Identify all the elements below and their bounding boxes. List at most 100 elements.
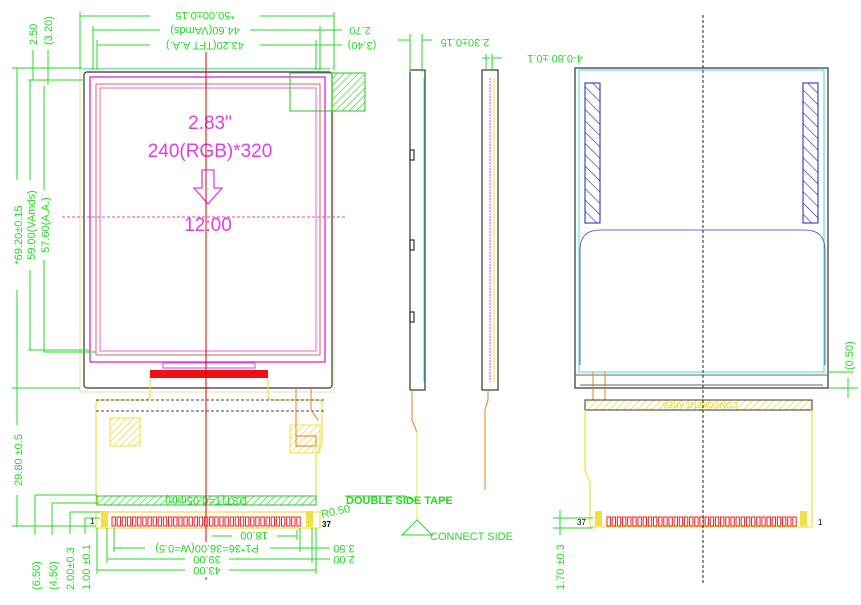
svg-text:37: 37 [322, 520, 331, 529]
pin [637, 516, 642, 527]
svg-text:P1*36=36.00(W=0.5): P1*36=36.00(W=0.5) [155, 542, 258, 554]
pin [229, 516, 234, 527]
pin [137, 516, 142, 527]
left-dimensions: *69.20±0.15 59.00(VAmds) 57.60(A.A.) 29.… [11, 68, 100, 590]
svg-text:(3.20): (3.20) [43, 16, 55, 45]
pin [219, 516, 224, 527]
pin [621, 516, 627, 527]
pin [740, 516, 746, 527]
pin [787, 516, 792, 527]
pin [673, 516, 678, 527]
svg-text:1.70 ±0.3: 1.70 ±0.3 [555, 544, 567, 590]
pin [183, 516, 188, 527]
pin [291, 516, 296, 527]
pin [275, 516, 281, 527]
pin [766, 516, 771, 527]
pin [658, 516, 663, 527]
hatched-bar-right [802, 82, 819, 224]
back-view: COMPONENT AREA 37 1 (0.50) 1.70 ±0.3 [553, 15, 858, 590]
svg-text:44.60(VAmds): 44.60(VAmds) [170, 24, 240, 36]
pin [720, 516, 725, 527]
pin [178, 516, 183, 527]
pin [627, 516, 632, 527]
orientation-label: 12:00 [184, 215, 232, 236]
svg-text:(3.40): (3.40) [348, 39, 377, 51]
pin [126, 516, 132, 527]
pin [756, 516, 761, 527]
pin [761, 516, 766, 527]
pin [611, 516, 617, 527]
side-view-1: CONNECT SIDE DOUBLE SIDE TAPE 2.30±0.15 [345, 34, 513, 543]
pin [678, 516, 684, 527]
svg-text:2.50: 2.50 [28, 24, 40, 45]
pin [296, 516, 301, 527]
pin [234, 516, 240, 527]
pin [121, 516, 127, 527]
side-view-2: 4-0.80 ±0.1 [481, 52, 583, 490]
panel-outline [89, 76, 326, 363]
pin-row-front [111, 516, 301, 527]
pin [782, 516, 787, 527]
bond-area [150, 370, 268, 378]
pin [689, 516, 694, 527]
svg-text:1: 1 [90, 517, 95, 526]
pin [214, 516, 219, 527]
active-area [95, 83, 321, 356]
pin [771, 516, 777, 527]
svg-text:1: 1 [818, 518, 823, 527]
pin [616, 516, 622, 527]
size-label: 2.83" [188, 113, 232, 134]
svg-text:R0.50: R0.50 [320, 503, 351, 521]
svg-text:4-0.80 ±0.1: 4-0.80 ±0.1 [527, 52, 583, 64]
connector-pad [295, 435, 317, 447]
pin [663, 516, 668, 527]
pin [111, 516, 116, 527]
pin [776, 516, 782, 527]
svg-text:*69.20±0.15: *69.20±0.15 [13, 205, 25, 264]
pin [173, 516, 178, 527]
svg-text:(6.50): (6.50) [31, 561, 43, 590]
svg-text:43.20(TFT A.A.): 43.20(TFT A.A.) [166, 39, 244, 51]
component-pad [109, 417, 141, 447]
pin [714, 516, 720, 527]
pin [250, 516, 255, 527]
pin [606, 516, 611, 527]
pin [709, 516, 715, 527]
resolution-label: 240(RGB)*320 [148, 141, 273, 162]
pin [735, 516, 740, 527]
pin [224, 516, 229, 527]
pin [142, 516, 147, 527]
svg-text:43.00: 43.00 [193, 564, 221, 576]
pin [147, 516, 152, 527]
svg-text:*50.00±0.15: *50.00±0.15 [175, 9, 234, 21]
pin [751, 516, 756, 527]
svg-text:COMPONENT AREA: COMPONENT AREA [662, 400, 738, 409]
front-view: 2.83" 240(RGB)*320 12:00 DST(T=0.05mm) 1… [62, 50, 366, 580]
pin [694, 516, 699, 527]
pin [668, 516, 673, 527]
pin [162, 516, 168, 527]
svg-text:2.30±0.15: 2.30±0.15 [441, 36, 490, 48]
svg-text:2.00±0.3: 2.00±0.3 [65, 547, 77, 590]
svg-text:3.50: 3.50 [333, 542, 354, 554]
svg-text:2.00: 2.00 [333, 553, 354, 565]
pin [188, 516, 193, 527]
svg-text:39.00: 39.00 [193, 553, 221, 565]
svg-text:(0.50): (0.50) [844, 341, 856, 370]
arrow-down-icon [192, 169, 224, 205]
pin [792, 516, 797, 527]
pin [730, 516, 735, 527]
pin [280, 516, 286, 527]
pin [652, 516, 658, 527]
pin [642, 516, 647, 527]
pin [193, 516, 198, 527]
svg-text:29.80 ±0.5: 29.80 ±0.5 [13, 434, 25, 486]
outline [79, 67, 335, 393]
pin [265, 516, 270, 527]
pin [704, 516, 709, 527]
pin [198, 516, 204, 527]
svg-text:59.00(VAmds): 59.00(VAmds) [26, 190, 38, 260]
pin [255, 516, 260, 527]
pin [245, 516, 250, 527]
